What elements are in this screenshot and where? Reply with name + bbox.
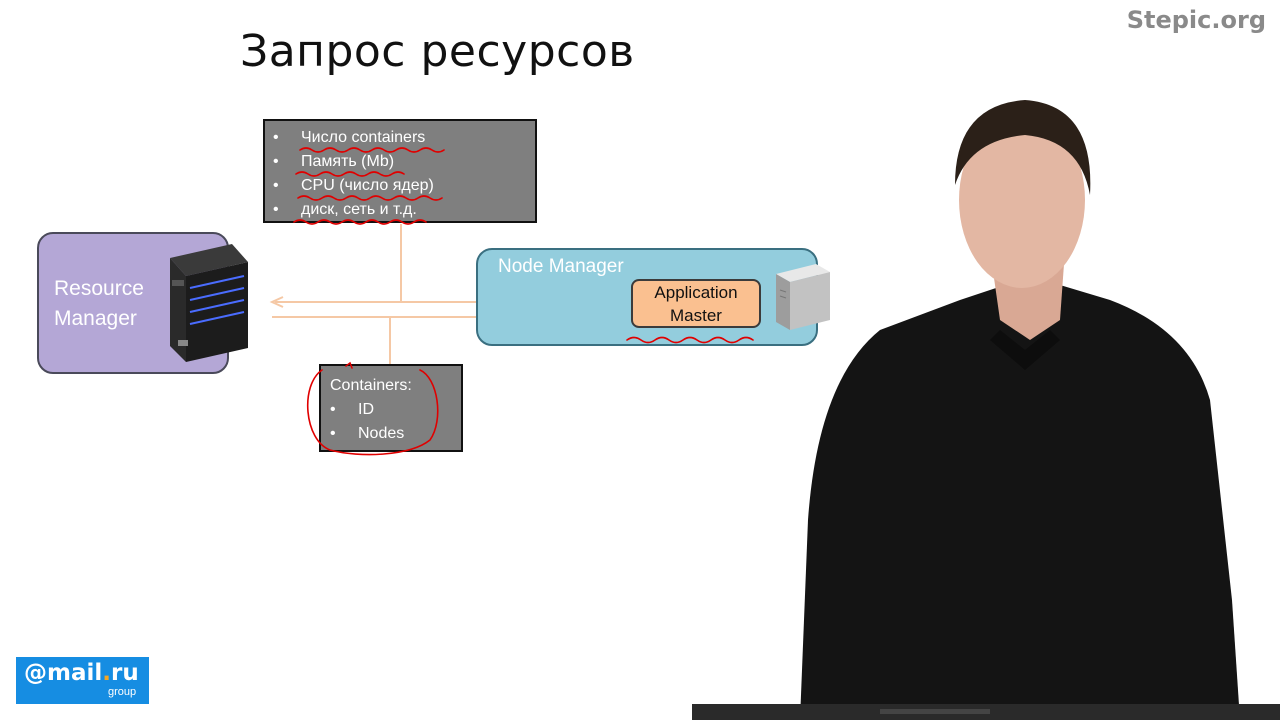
red-annotations — [293, 147, 754, 456]
server-tower-icon — [170, 244, 248, 362]
resource-request-box: •Число containers •Память (Mb) •CPU (чис… — [263, 119, 537, 223]
application-master-node: Application Master — [631, 279, 761, 328]
presenter-photo — [692, 100, 1280, 720]
mailru-logo-text: @mail.ru — [24, 660, 139, 686]
request-item-cpu: •CPU (число ядер) — [273, 177, 434, 194]
mailru-logo — [16, 657, 149, 704]
containers-item-id: •ID — [330, 401, 374, 418]
server-gray-icon — [776, 264, 830, 330]
containers-box: Containers: •ID •Nodes — [319, 364, 463, 452]
request-item-containers: •Число containers — [273, 129, 426, 146]
brand-watermark: Stepic.org — [1126, 6, 1266, 34]
mailru-logo-group: group — [108, 686, 137, 698]
request-item-disk-network: •диск, сеть и т.д. — [273, 201, 417, 218]
resource-manager-label: Resource Manager — [54, 277, 144, 330]
containers-title: Containers: — [330, 377, 412, 394]
slide-title: Запрос ресурсов — [240, 26, 635, 77]
containers-item-nodes: •Nodes — [330, 425, 405, 442]
node-manager-label: Node Manager — [498, 256, 624, 277]
request-item-memory: •Память (Mb) — [273, 153, 395, 170]
